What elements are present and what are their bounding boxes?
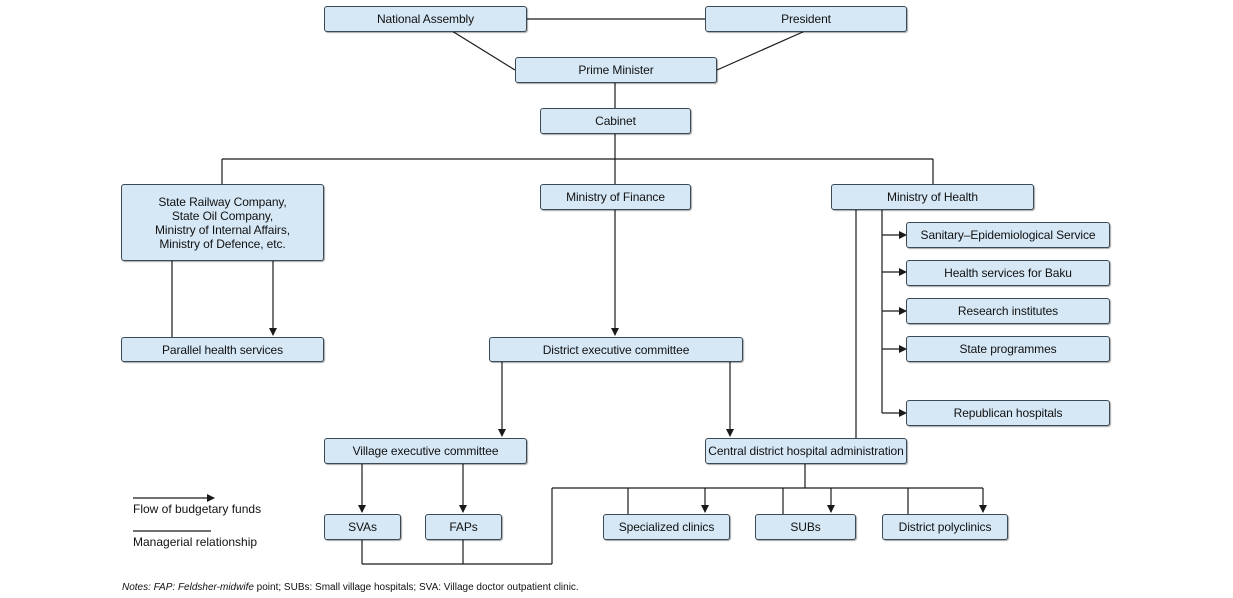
node-national-assembly: National Assembly [324, 6, 527, 32]
node-village-executive-committee: Village executive committee [324, 438, 527, 464]
node-president: President [705, 6, 907, 32]
node-specialized-clinics: Specialized clinics [603, 514, 730, 540]
diagram-notes: Notes: FAP: Feldsher-midwife point; SUBs… [122, 582, 579, 593]
node-ministry-health: Ministry of Health [831, 184, 1034, 210]
node-parallel-health-services: Parallel health services [121, 337, 324, 362]
node-republican-hospitals: Republican hospitals [906, 400, 1110, 426]
node-prime-minister: Prime Minister [515, 57, 717, 83]
notes-text-1: : FAP: [148, 582, 178, 593]
node-subs: SUBs [755, 514, 856, 540]
node-ministry-finance: Ministry of Finance [540, 184, 691, 210]
node-district-polyclinics: District polyclinics [882, 514, 1008, 540]
line-assembly-pm [451, 30, 516, 71]
node-research-institutes: Research institutes [906, 298, 1110, 324]
notes-text-2: point; SUBs: Small village hospitals; SV… [253, 582, 579, 593]
node-cabinet: Cabinet [540, 108, 691, 134]
node-health-services-baku: Health services for Baku [906, 260, 1110, 286]
notes-fap-term: Feldsher-midwife [177, 582, 254, 593]
node-sanitary-service: Sanitary–Epidemiological Service [906, 222, 1110, 248]
node-district-executive-committee: District executive committee [489, 337, 743, 362]
node-svas: SVAs [324, 514, 401, 540]
legend-funds-label: Flow of budgetary funds [133, 502, 262, 516]
node-faps: FAPs [425, 514, 502, 540]
line-president-pm [716, 30, 806, 71]
node-central-district-hospital: Central district hospital administration [705, 438, 907, 464]
notes-label: Notes [122, 582, 149, 593]
legend-managerial-label: Managerial relationship [133, 535, 258, 549]
node-state-programmes: State programmes [906, 336, 1110, 362]
node-state-companies: State Railway Company, State Oil Company… [121, 184, 324, 261]
